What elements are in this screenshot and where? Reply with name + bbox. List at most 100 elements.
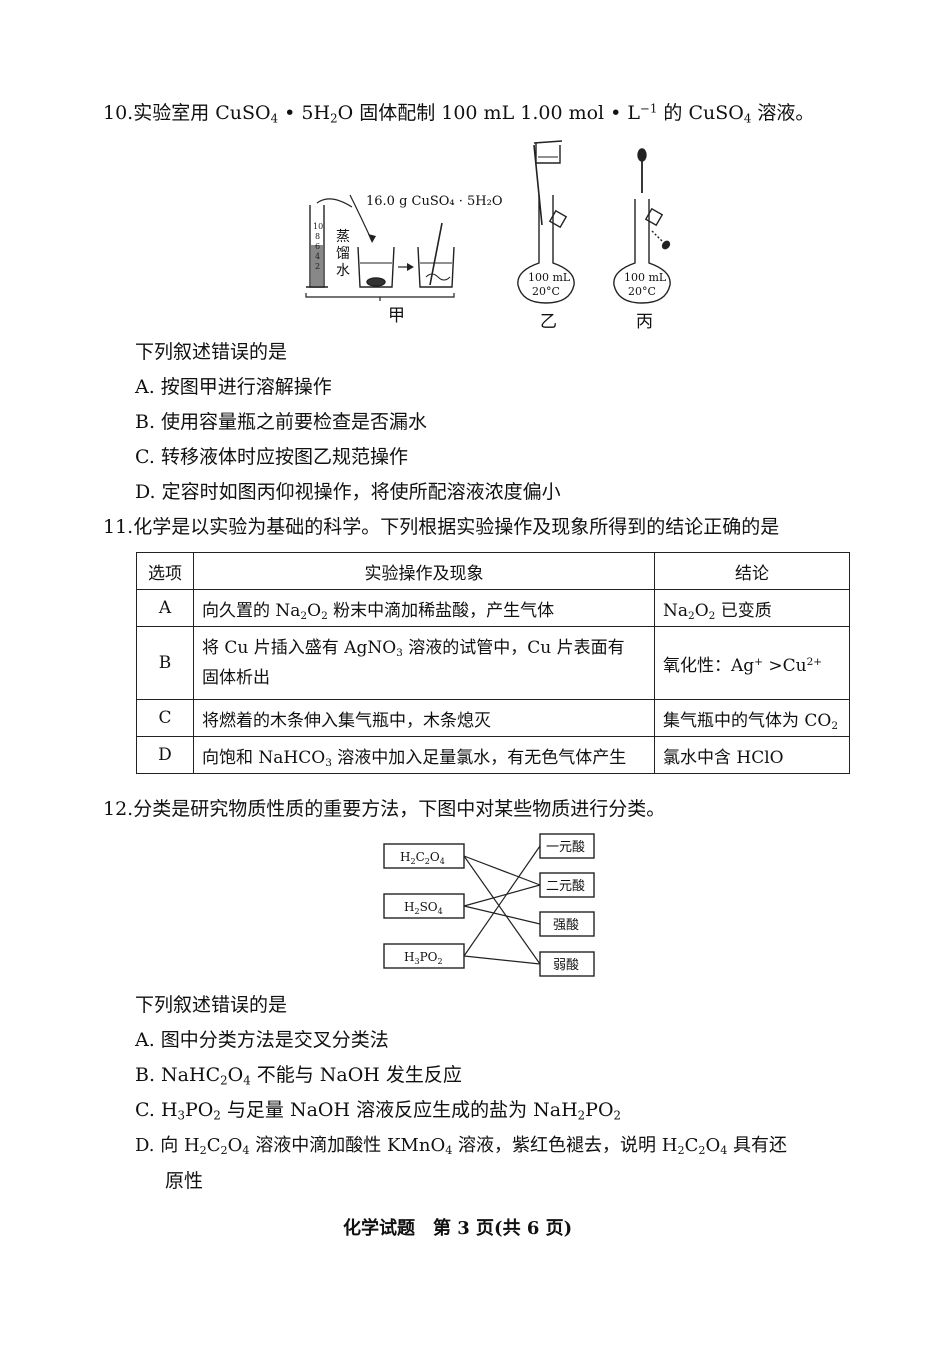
cell-text: O <box>307 600 322 621</box>
cell-text: 已变质 <box>715 600 772 621</box>
table-row: B 将 Cu 片插入盛有 AgNO3 溶液的试管中，Cu 片表面有固体析出 氧化… <box>136 626 850 700</box>
q10-prompt: 下列叙述错误的是 <box>135 341 288 363</box>
q10-stem: 10.实验室用 CuSO4 • 5H2O 固体配制 100 mL 1.00 mo… <box>103 101 814 125</box>
cell-sup: 2+ <box>806 655 823 668</box>
cell-text: 溶液的试管中，Cu 片表面有 <box>402 638 625 658</box>
formula-part: H <box>404 950 414 964</box>
option-sub: 2 <box>220 1144 228 1158</box>
cell-sub: 2 <box>688 609 695 622</box>
table-cell-conclusion: Na2O2 已变质 <box>654 589 850 627</box>
pour-arrow <box>316 198 353 208</box>
category-box-weak <box>539 951 595 977</box>
q10-stem-sub: 4 <box>270 111 279 126</box>
table-header-cell: 选项 <box>136 552 194 590</box>
option-sub: 2 <box>213 1108 221 1123</box>
flask-label: 20°C <box>628 285 656 298</box>
cell-sub: 2 <box>300 609 308 622</box>
q11-experiment-table: 选项 实验操作及现象 结论 A 向久置的 Na2O2 粉末中滴加稀盐酸，产生气体… <box>136 552 850 774</box>
cell-sub: 3 <box>325 756 332 769</box>
option-text: PO <box>185 1099 214 1121</box>
classification-lines <box>463 845 541 965</box>
cylinder-tick: 2 <box>315 262 320 271</box>
formula-sub: 4 <box>440 857 445 866</box>
water-label: 蒸 <box>336 229 350 245</box>
table-cell-option: B <box>136 626 194 700</box>
option-text: O <box>227 1135 243 1156</box>
category-label: 强酸 <box>553 918 579 933</box>
table-cell-option: C <box>136 699 194 737</box>
table-cell-conclusion: 氯水中含 HClO <box>654 736 850 774</box>
option-sub: 3 <box>177 1108 186 1123</box>
cell-text: 粉末中滴加稀盐酸，产生气体 <box>327 600 555 621</box>
option-text: D. 向 H <box>135 1135 200 1156</box>
cell-sup: + <box>754 655 763 668</box>
volumetric-flask-transfer <box>517 140 575 304</box>
cell-sub: 2 <box>831 719 839 732</box>
table-cell-conclusion: 氧化性：Ag+ >Cu2+ <box>654 626 850 700</box>
acid-label: H2C2O4 <box>400 850 445 866</box>
option-sub: 2 <box>577 1108 586 1123</box>
q11-stem: 11.化学是以实验为基础的科学。下列根据实验操作及现象所得到的结论正确的是 <box>103 515 779 539</box>
q11-number: 11. <box>103 516 134 538</box>
cell-sub: 2 <box>708 609 716 622</box>
table-row: C 将燃着的木条伸入集气瓶中，木条熄灭 集气瓶中的气体为 CO2 <box>136 699 850 737</box>
acid-label: H3PO2 <box>404 950 443 966</box>
q12-option-b: B. NaHC2O4 不能与 NaOH 发生反应 <box>135 1063 462 1087</box>
q12-option-d: D. 向 H2C2O4 溶液中滴加酸性 KMnO4 溶液，紫红色褪去，说明 H2… <box>135 1134 787 1158</box>
q10-stem-text: 的 CuSO <box>657 102 744 124</box>
water-label: 馏 <box>336 246 350 262</box>
option-text: O <box>227 1064 244 1086</box>
q10-stem-sub: 4 <box>743 111 752 126</box>
table-row: D 向饱和 NaHCO3 溶液中加入足量氯水，有无色气体产生 氯水中含 HClO <box>136 736 850 774</box>
option-text: C <box>684 1135 699 1156</box>
formula-sub: 2 <box>425 857 430 866</box>
option-text: C. H <box>135 1099 178 1121</box>
option-sub: 4 <box>720 1144 728 1158</box>
option-sub: 2 <box>677 1144 685 1158</box>
cell-sub: 3 <box>396 646 403 659</box>
mass-label: 16.0 g CuSO₄ · 5H₂O <box>366 194 503 209</box>
q10-stem-text: O 固体配制 100 mL 1.00 mol • L <box>337 102 641 124</box>
graduated-cylinder <box>306 205 328 288</box>
cell-sub: 2 <box>321 609 328 622</box>
caption-jia: 甲 <box>388 306 405 326</box>
page-footer: 化学试题 第 3 页(共 6 页) <box>343 1218 573 1239</box>
water-label: 水 <box>336 263 350 279</box>
option-text: 溶液中滴加酸性 KMnO <box>249 1135 446 1156</box>
q10-stem-text: 实验室用 CuSO <box>133 102 271 124</box>
option-text: PO <box>585 1099 614 1121</box>
q11-stem-text: 化学是以实验为基础的科学。下列根据实验操作及现象所得到的结论正确的是 <box>133 516 780 538</box>
table-cell-operation: 向饱和 NaHCO3 溶液中加入足量氯水，有无色气体产生 <box>193 736 655 774</box>
flask-label: 20°C <box>532 285 560 298</box>
option-sub: 4 <box>445 1144 453 1158</box>
option-text: B. NaHC <box>135 1064 221 1086</box>
cell-text: 溶液中加入足量氯水，有无色气体产生 <box>331 747 627 768</box>
formula-sub: 4 <box>438 907 443 916</box>
option-sub: 2 <box>220 1073 228 1088</box>
formula-sub: 3 <box>414 957 419 966</box>
option-text: 具有还 <box>727 1135 788 1156</box>
flask-label: 100 mL <box>528 271 571 284</box>
option-sub: 2 <box>613 1108 622 1123</box>
q10-stem-text: 溶液。 <box>751 102 815 124</box>
acid-label: H2SO4 <box>404 900 443 916</box>
q10-option-c: C. 转移液体时应按图乙规范操作 <box>135 446 408 468</box>
option-sub: 2 <box>698 1144 706 1158</box>
flask-label: 100 mL <box>624 271 667 284</box>
category-label: 一元酸 <box>546 840 585 855</box>
cell-text: 固体析出 <box>202 668 270 688</box>
cylinder-tick: 10 <box>313 222 323 231</box>
table-header-row: 选项 实验操作及现象 结论 <box>136 552 850 590</box>
option-text: C <box>206 1135 221 1156</box>
option-text: 不能与 NaOH 发生反应 <box>250 1064 462 1086</box>
formula-part: H <box>400 850 410 864</box>
cell-text: 集气瓶中的气体为 CO <box>663 710 832 731</box>
q12-stem-text: 分类是研究物质性质的重要方法，下图中对某些物质进行分类。 <box>133 798 666 820</box>
q10-option-b: B. 使用容量瓶之前要检查是否漏水 <box>135 411 428 433</box>
q12-stem: 12.分类是研究物质性质的重要方法，下图中对某些物质进行分类。 <box>103 797 665 821</box>
option-text: O <box>705 1135 721 1156</box>
q12-number: 12. <box>103 798 134 820</box>
q10-stem-text: • 5H <box>278 102 331 124</box>
q10-apparatus-figure: 10 8 6 4 2 蒸 馏 水 16.0 g CuSO₄ · 5H₂O 甲 <box>305 140 671 332</box>
caption-bing: 丙 <box>636 312 653 332</box>
